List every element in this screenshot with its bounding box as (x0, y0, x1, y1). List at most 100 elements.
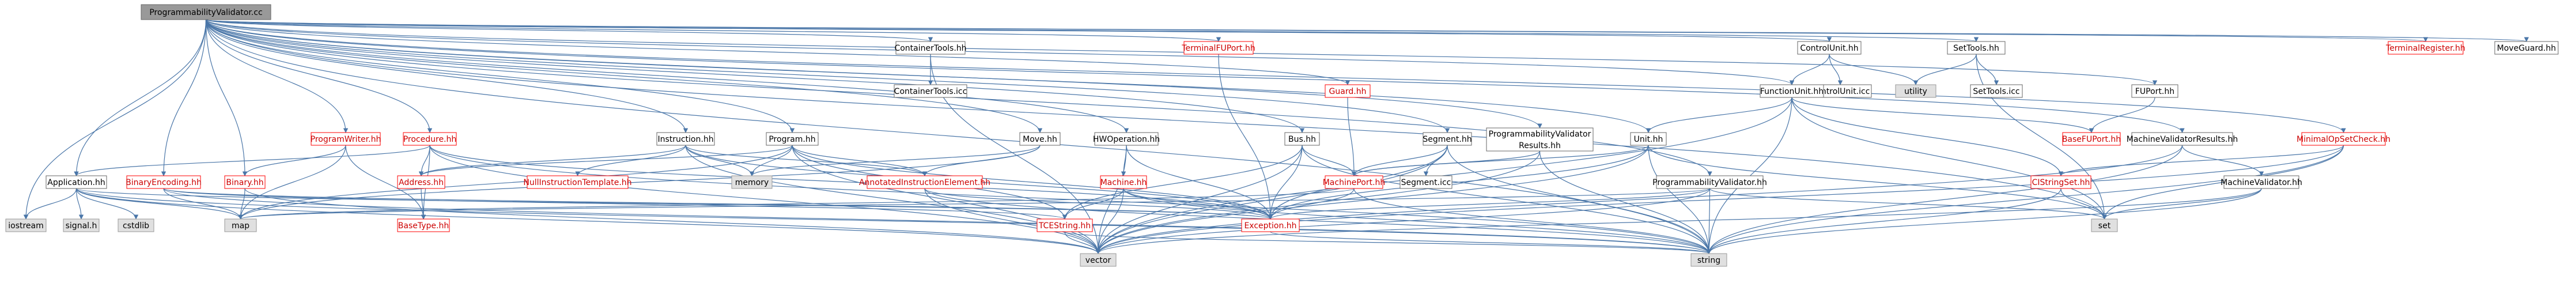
edge-terminalfuport_hh-to-exception_hh (1218, 54, 1273, 220)
node-box (63, 218, 100, 232)
edge-settools_hh-to-set (1976, 54, 2107, 220)
node-cistringset-hh[interactable]: CIStringSet.hh (2030, 175, 2091, 189)
node-map[interactable]: map (224, 218, 257, 232)
node-settools-hh[interactable]: SetTools.hh (1947, 41, 2006, 55)
edge-controlunit_hh-to-functionunit_hh (1789, 54, 1830, 85)
node-box (1630, 132, 1667, 146)
edge-unit_hh-to-set (1648, 145, 2107, 220)
node-label: SetTools.hh (1953, 44, 1999, 53)
edge-root-to-binaryencoding_hh (161, 19, 207, 176)
node-root[interactable]: ProgrammabilityValidator.cc (141, 4, 271, 20)
node-exception-hh[interactable]: Exception.hh (1241, 218, 1300, 232)
node-settools-icc[interactable]: SetTools.icc (1970, 84, 2023, 98)
node-label: ControlUnit.icc (1811, 87, 1870, 96)
node-segment-hh[interactable]: Segment.hh (1423, 132, 1472, 146)
edge-minimalopsetcheck_hh-to-cistringset_hh (2058, 145, 2344, 176)
edge-instruction_hh-to-address_hh (418, 145, 686, 176)
node-basetype-hh[interactable]: BaseType.hh (397, 218, 450, 232)
node-mvresults-hh[interactable]: MachineValidatorResults.hh (2127, 132, 2238, 146)
node-box (1970, 84, 2023, 98)
node-terminalregister-hh[interactable]: TerminalRegister.hh (2385, 41, 2465, 55)
node-label: MachineValidatorResults.hh (2127, 135, 2238, 144)
node-label: Bus.hh (1288, 135, 1316, 144)
edge-instruction_hh-to-memory (685, 145, 755, 176)
node-label: ProgramWriter.hh (311, 135, 381, 144)
node-containertools-hh[interactable]: ContainerTools.hh (894, 41, 967, 55)
node-hwoperation-hh[interactable]: HWOperation.hh (1093, 132, 1160, 146)
node-utility[interactable]: utility (1895, 84, 1936, 98)
node-segment-icc[interactable]: Segment.icc (1399, 175, 1452, 189)
node-box (2388, 41, 2464, 55)
node-machinevalidator-hh[interactable]: MachineValidator.hh (2221, 175, 2302, 189)
node-annotatedinstructionelement-hh[interactable]: AnnotatedInstructionElement.hh (859, 175, 990, 189)
edge-root-to-settools_hh (205, 19, 1978, 42)
node-controlunit-icc[interactable]: ControlUnit.icc (1809, 84, 1872, 98)
node-instruction-hh[interactable]: Instruction.hh (656, 132, 715, 146)
node-binary-hh[interactable]: Binary.hh (224, 175, 266, 189)
edge-root-to-set (205, 19, 2107, 220)
edge-application_hh-to-iostream (23, 188, 77, 220)
node-box (1760, 84, 1824, 98)
node-bus-hh[interactable]: Bus.hh (1284, 132, 1320, 146)
edge-hwoperation_hh-to-exception_hh (1126, 145, 1273, 220)
node-fuport-hh[interactable]: FUPort.hh (2131, 84, 2178, 98)
node-box (46, 175, 107, 189)
node-containertools-icc[interactable]: ContainerTools.icc (894, 84, 967, 98)
node-address-hh[interactable]: Address.hh (397, 175, 445, 189)
node-functionunit-hh[interactable]: FunctionUnit.hh (1760, 84, 1824, 98)
edge-root-to-moveguard_hh (205, 19, 2528, 42)
node-procedure-hh[interactable]: Procedure.hh (403, 132, 457, 146)
node-label: ProgrammabilityValidator (1489, 130, 1591, 139)
node-vector[interactable]: vector (1080, 253, 1117, 267)
edge-programmabilityvalidator_hh-to-map (239, 188, 1711, 220)
edge-guard_hh-to-machineport_hh (1347, 97, 1357, 176)
node-box (1486, 127, 1594, 152)
node-label: BaseType.hh (398, 221, 449, 231)
node-unit-hh[interactable]: Unit.hh (1630, 132, 1667, 146)
node-label: Segment.hh (1423, 135, 1472, 144)
edge-controlunit_hh-to-controlunit_icc (1829, 54, 1843, 85)
node-box (894, 84, 967, 98)
edge-fuport_hh-to-basefuport_hh (2089, 97, 2155, 133)
node-programmabilityvalidator-hh[interactable]: ProgrammabilityValidator.hh (1652, 175, 1767, 189)
node-nullinstructiontemplate-hh[interactable]: NullInstructionTemplate.hh (523, 175, 632, 189)
edge-exception_hh-to-string (1270, 231, 1711, 254)
node-machineport-hh[interactable]: MachinePort.hh (1323, 175, 1386, 189)
node-programwriter-hh[interactable]: ProgramWriter.hh (311, 132, 381, 146)
node-guard-hh[interactable]: Guard.hh (1325, 84, 1371, 98)
node-label: set (2098, 221, 2111, 231)
node-application-hh[interactable]: Application.hh (46, 175, 107, 189)
node-machine-hh[interactable]: Machine.hh (1100, 175, 1147, 189)
node-layer: ProgrammabilityValidator.ccContainerTool… (5, 4, 2559, 267)
node-cstdlib[interactable]: cstdlib (118, 218, 154, 232)
node-string[interactable]: string (1690, 253, 1727, 267)
node-binaryencoding-hh[interactable]: BinaryEncoding.hh (126, 175, 202, 189)
node-tcestring-hh[interactable]: TCEString.hh (1037, 218, 1093, 232)
node-moveguard-hh[interactable]: MoveGuard.hh (2494, 41, 2559, 55)
node-set[interactable]: set (2091, 218, 2118, 232)
node-memory[interactable]: memory (731, 175, 773, 189)
node-box (403, 132, 457, 146)
node-program-hh[interactable]: Program.hh (766, 132, 819, 146)
node-basefuport-hh[interactable]: BaseFUPort.hh (2062, 132, 2121, 146)
edge-root-to-fuport_hh (205, 19, 2157, 85)
node-move-hh[interactable]: Move.hh (1019, 132, 1061, 146)
node-controlunit-hh[interactable]: ControlUnit.hh (1797, 41, 1862, 55)
edge-unit_hh-to-machineport_hh (1351, 145, 1649, 176)
node-terminalfuport-hh[interactable]: TerminalFUPort.hh (1181, 41, 1255, 55)
node-iostream[interactable]: iostream (5, 218, 47, 232)
edge-root-to-controlunit_hh (205, 19, 1832, 42)
node-box (2301, 132, 2386, 146)
node-minimalopsetcheck-hh[interactable]: MinimalOpSetCheck.hh (2297, 132, 2390, 146)
edge-controlunit_hh-to-utility (1829, 54, 1919, 85)
edge-machine_hh-to-exception_hh (1123, 188, 1273, 220)
edge-settools_hh-to-utility (1913, 54, 1977, 85)
node-label: TerminalFUPort.hh (1181, 44, 1255, 53)
node-box (1019, 132, 1061, 146)
edge-root-to-program_hh (205, 19, 795, 133)
node-label: Procedure.hh (403, 135, 457, 144)
node-box (397, 175, 445, 189)
edge-program_hh-to-vector (792, 145, 1101, 254)
node-signal-h[interactable]: signal.h (63, 218, 100, 232)
